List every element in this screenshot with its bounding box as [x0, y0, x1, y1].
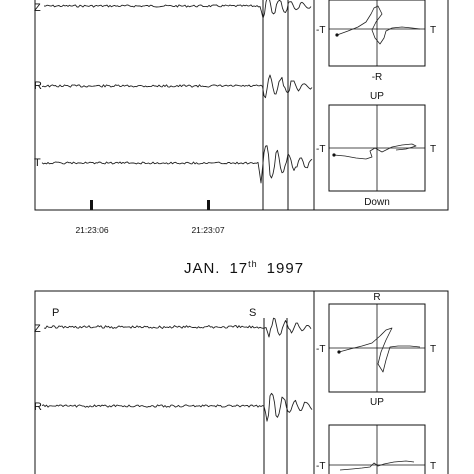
lower-hodogram-vertical: -T T	[316, 424, 436, 474]
upper-hodogram-1-left-label: -T	[316, 25, 325, 36]
upper-channel-label-z: Z	[34, 2, 41, 14]
lower-phase-label-s: S	[249, 307, 256, 319]
upper-traces-frame	[34, 0, 315, 211]
upper-hodogram-2-right-label: T	[430, 144, 436, 155]
date-day-suffix: th	[248, 259, 258, 269]
upper-hodogram-horizontal: -T T -R	[316, 0, 436, 83]
lower-hodogram-horizontal: R -T T UP	[316, 292, 436, 408]
upper-time-label-1: 21:23:06	[75, 225, 108, 235]
lower-hodogram-1-top-label: R	[373, 292, 380, 303]
upper-hodogram-1-start-point	[335, 33, 339, 37]
upper-r-trace	[41, 74, 313, 99]
upper-time-label-2: 21:23:07	[191, 225, 224, 235]
upper-hodogram-frame	[313, 0, 449, 211]
lower-hodogram-2-left-label: -T	[316, 461, 325, 472]
date-month: JAN.	[184, 260, 221, 277]
upper-hodogram-1-right-label: T	[430, 25, 436, 36]
lower-channel-label-z: Z	[34, 323, 41, 335]
upper-channel-label-r: R	[34, 80, 42, 92]
upper-hodogram-vertical: UP -T T Down	[316, 91, 436, 208]
lower-hodogram-2-particle-motion	[339, 460, 415, 471]
lower-hodogram-1-bottom-label: UP	[370, 397, 384, 408]
upper-hodogram-1-bottom-label: -R	[372, 72, 383, 83]
upper-channel-label-t: T	[34, 157, 41, 169]
lower-z-trace	[43, 317, 312, 338]
upper-hodogram-2-start-point	[332, 153, 336, 157]
upper-t-trace	[41, 145, 313, 184]
date-day: 17	[229, 260, 248, 277]
upper-time-tick-1	[90, 200, 93, 210]
upper-hodogram-1-particle-motion	[336, 5, 421, 45]
upper-time-tick-2	[207, 200, 210, 210]
lower-hodogram-1-left-label: -T	[316, 344, 325, 355]
lower-hodogram-1-right-label: T	[430, 344, 436, 355]
upper-hodogram-2-particle-motion	[333, 143, 417, 160]
lower-hodogram-1-particle-motion	[338, 327, 421, 373]
lower-traces-frame	[34, 290, 315, 474]
upper-hodogram-2-left-label: -T	[316, 144, 325, 155]
lower-r-trace	[41, 392, 313, 422]
lower-phase-label-p: P	[52, 307, 59, 319]
date-title: JAN. 17th 1997	[184, 259, 304, 277]
lower-channel-label-r: R	[34, 401, 42, 413]
date-year: 1997	[267, 260, 304, 277]
lower-hodogram-frame	[313, 290, 449, 474]
upper-hodogram-2-bottom-label: Down	[364, 197, 390, 208]
lower-record-panel: P S Z R R -T T UP -T T	[34, 290, 449, 474]
upper-record-panel: Z R T -T T -R UP -T T Down	[34, 0, 449, 235]
lower-hodogram-2-right-label: T	[430, 461, 436, 472]
upper-hodogram-2-top-label: UP	[370, 91, 384, 102]
upper-z-trace	[43, 0, 312, 19]
lower-hodogram-1-start-point	[337, 350, 341, 354]
